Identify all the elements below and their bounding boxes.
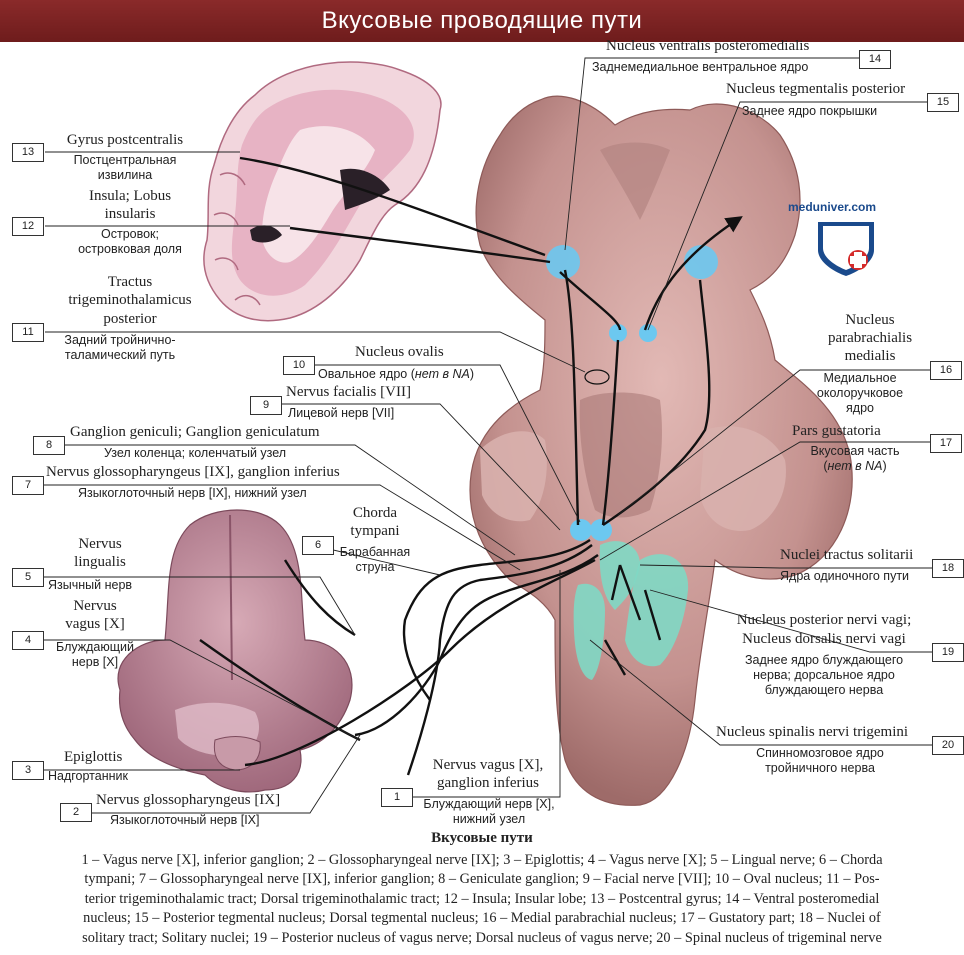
label-3-number: 3 [12, 761, 44, 780]
label-14-latin: Nucleus ventralis posteromedialis [606, 38, 810, 54]
label-6-number: 6 [302, 536, 334, 555]
page-title: Вкусовые проводящие пути [321, 7, 643, 34]
label-16-number: 16 [930, 361, 962, 380]
label-4-latin-1: Nervus [73, 598, 117, 614]
label-1-number: 1 [381, 788, 413, 807]
label-18-latin: Nuclei tractus solitarii [780, 547, 914, 563]
label-19-number: 19 [932, 643, 964, 662]
label-4-number: 4 [12, 631, 44, 650]
label-6-latin-1: Chorda [352, 505, 398, 521]
label-12-latin-2: insularis [104, 206, 156, 222]
label-13-number: 13 [12, 143, 44, 162]
label-8-ru: Узел коленца; коленчатый узел [104, 446, 287, 460]
label-12-ru-1: Островок; [101, 227, 159, 241]
label-11-number: 11 [12, 323, 44, 342]
caption-line: solitary tract; Solitary nuclei; 19 – Po… [82, 929, 882, 946]
leader-lines [38, 57, 933, 814]
label-14-ru: Заднемедиальное вентральное ядро [592, 60, 809, 74]
label-19-ru-1: Заднее ядро блуждающего [744, 653, 904, 667]
brand-site: meduniver.com [788, 200, 877, 214]
label-17-latin: Pars gustatoria [792, 423, 881, 439]
label-10-latin: Nucleus ovalis [355, 344, 444, 360]
label-9-latin: Nervus facialis [VII] [286, 384, 411, 400]
label-11-latin-2: trigeminothalamicus [68, 292, 192, 308]
label-11-latin-3: posterior [103, 311, 157, 327]
label-16-latin-1: Nucleus [845, 312, 895, 328]
label-20-ru-1: Спинномозговое ядро [756, 746, 884, 760]
label-15-latin: Nucleus tegmentalis posterior [726, 81, 906, 97]
label-13-latin: Gyrus postcentralis [66, 132, 184, 148]
label-1-ru-1: Блуждающий нерв [X], [423, 797, 555, 811]
brain-section [203, 61, 442, 322]
label-16-ru-2: околоручковое [816, 386, 904, 400]
label-1-latin-2: ganglion inferius [436, 775, 540, 791]
label-13-ru-1: Постцентральная [73, 153, 177, 167]
label-15-ru: Заднее ядро покрышки [742, 104, 878, 118]
label-20-number: 20 [932, 736, 964, 755]
label-19-latin-2: Nucleus dorsalis nervi vagi [742, 631, 906, 647]
label-16-ru-3: ядро [846, 401, 874, 415]
caption-line: 1 – Vagus nerve [X], inferior ganglion; … [81, 852, 883, 868]
label-10-number: 10 [283, 356, 315, 375]
label-7-ru: Языкоглоточный нерв [IX], нижний узел [78, 486, 307, 500]
label-2-number: 2 [60, 803, 92, 822]
label-5-ru: Язычный нерв [48, 578, 133, 592]
label-3-latin: Epiglottis [64, 749, 123, 765]
label-6-ru-2: струна [355, 560, 395, 574]
label-8-number: 8 [33, 436, 65, 455]
label-19-ru-2: нерва; дорсальное ядро [753, 668, 895, 682]
blue-nuclei [546, 245, 718, 541]
label-2-ru: Языкоглоточный нерв [IX] [110, 813, 260, 827]
label-16-ru-1: Медиальное [823, 371, 897, 385]
caption-line: tympani; 7 – Glossopharyngeal nerve [IX]… [84, 871, 880, 888]
solitary-nucleus-region [573, 541, 689, 680]
label-12-ru-2: островковая доля [78, 242, 182, 256]
label-4-ru-2: нерв [X] [71, 655, 119, 669]
label-17-ru-2: (нет в NA) [823, 459, 887, 473]
label-4-ru-1: Блуждающий [56, 640, 134, 654]
label-6-latin-2: tympani [350, 523, 400, 539]
header-bar [0, 0, 964, 42]
label-5-latin-2: lingualis [74, 554, 126, 570]
meduniver-logo [818, 222, 874, 276]
label-17-number: 17 [930, 434, 962, 453]
label-18-number: 18 [932, 559, 964, 578]
label-3-ru: Надгортанник [48, 769, 128, 783]
label-20-latin: Nucleus spinalis nervi trigemini [716, 724, 909, 740]
label-17-ru-1: Вкусовая часть [810, 444, 900, 458]
label-11-latin-1: Tractus [107, 274, 153, 290]
label-2-latin: Nervus glossopharyngeus [IX] [96, 792, 281, 808]
label-12-number: 12 [12, 217, 44, 236]
label-9-number: 9 [250, 396, 282, 415]
label-6-ru-1: Барабанная [339, 545, 411, 559]
label-20-ru-2: тройничного нерва [765, 761, 875, 775]
label-19-ru-3: блуждающего нерва [764, 683, 884, 697]
label-10-ru: Овальное ядро (нет в NA) [318, 367, 474, 381]
label-9-ru: Лицевой нерв [VII] [288, 406, 395, 420]
label-12-latin-1: Insula; Lobus [88, 188, 172, 204]
caption-title: Вкусовые пути [431, 830, 533, 846]
label-1-ru-2: нижний узел [452, 812, 526, 826]
label-1-latin-1: Nervus vagus [X], [432, 757, 544, 773]
label-19-latin-1: Nucleus posterior nervi vagi; [736, 612, 912, 628]
label-7-number: 7 [12, 476, 44, 495]
label-4-latin-2: vagus [X] [65, 616, 125, 632]
caption-line: nucleus; 15 – Posterior tegmental nucleu… [83, 910, 881, 927]
label-5-number: 5 [12, 568, 44, 587]
label-11-ru-1: Задний тройнично- [64, 333, 176, 347]
tongue [117, 509, 353, 793]
label-11-ru-2: таламический путь [64, 348, 176, 362]
label-14-number: 14 [859, 50, 891, 69]
label-13-ru-2: извилина [97, 168, 153, 182]
caption-text: 1 – Vagus nerve [X], inferior ganglion; … [6, 851, 958, 948]
label-18-ru: Ядра одиночного пути [780, 569, 910, 583]
label-5-latin-1: Nervus [78, 536, 122, 552]
label-7-latin: Nervus glossopharyngeus [IX], ganglion i… [46, 464, 340, 480]
label-8-latin: Ganglion geniculi; Ganglion geniculatum [70, 424, 320, 440]
label-16-latin-2: parabrachialis [827, 330, 913, 346]
caption-line: terior trigeminothalamic tract; Dorsal t… [84, 890, 880, 907]
label-16-latin-3: medialis [844, 348, 896, 364]
label-15-number: 15 [927, 93, 959, 112]
